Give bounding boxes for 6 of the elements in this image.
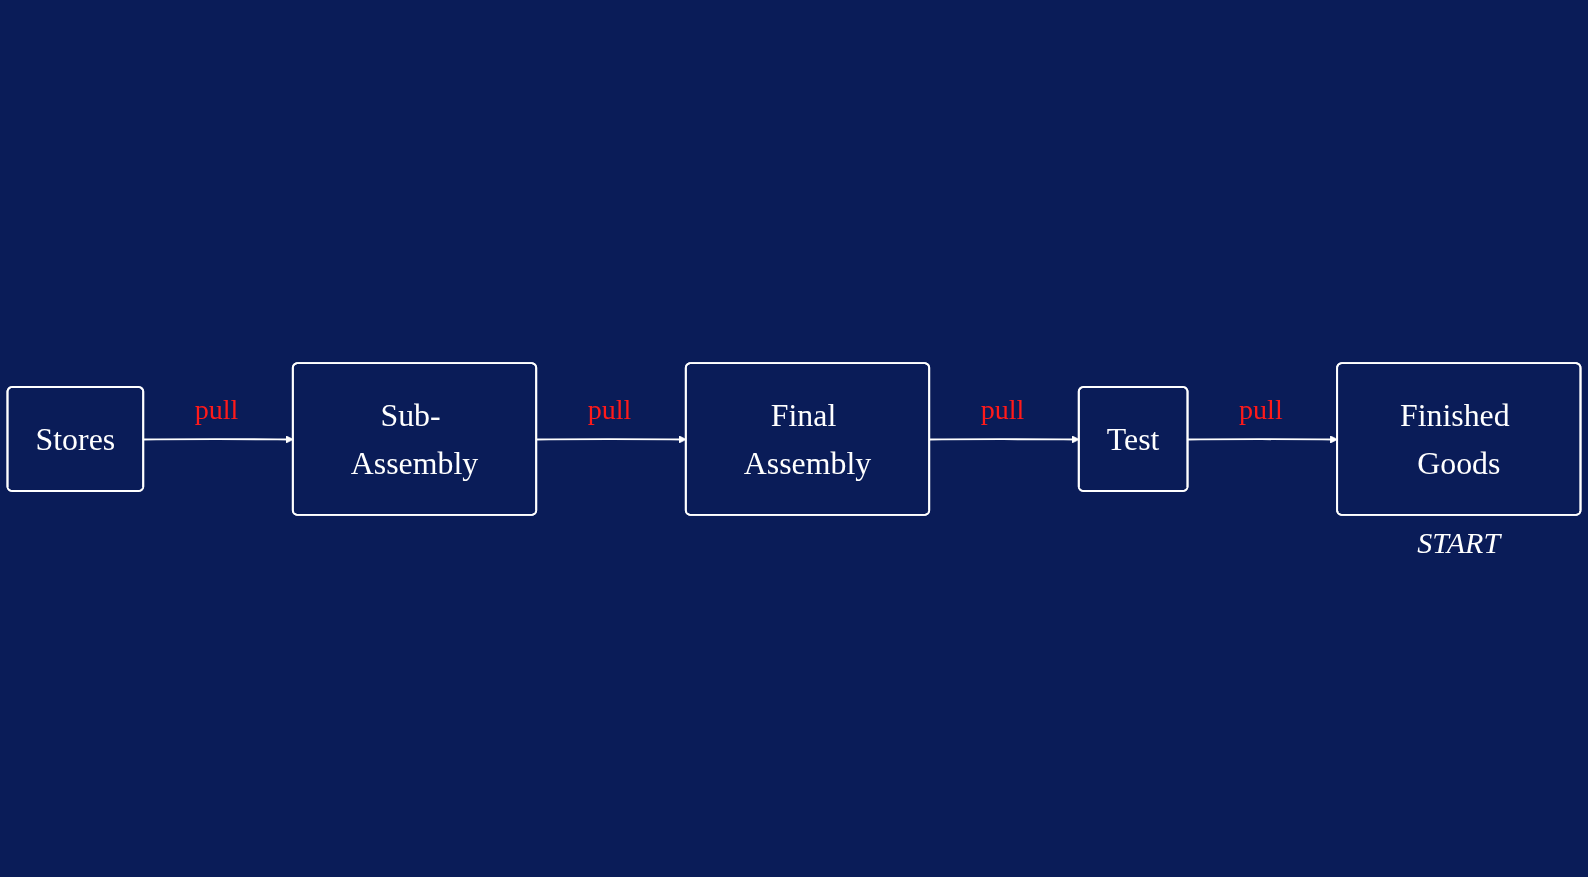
edge-label: pull [587, 393, 632, 425]
caption-text: START [1417, 526, 1501, 561]
arrow [1187, 434, 1338, 444]
edge-label: pull [194, 393, 239, 425]
edge-label: pull [980, 393, 1025, 425]
edge-label: pull [1239, 393, 1283, 425]
